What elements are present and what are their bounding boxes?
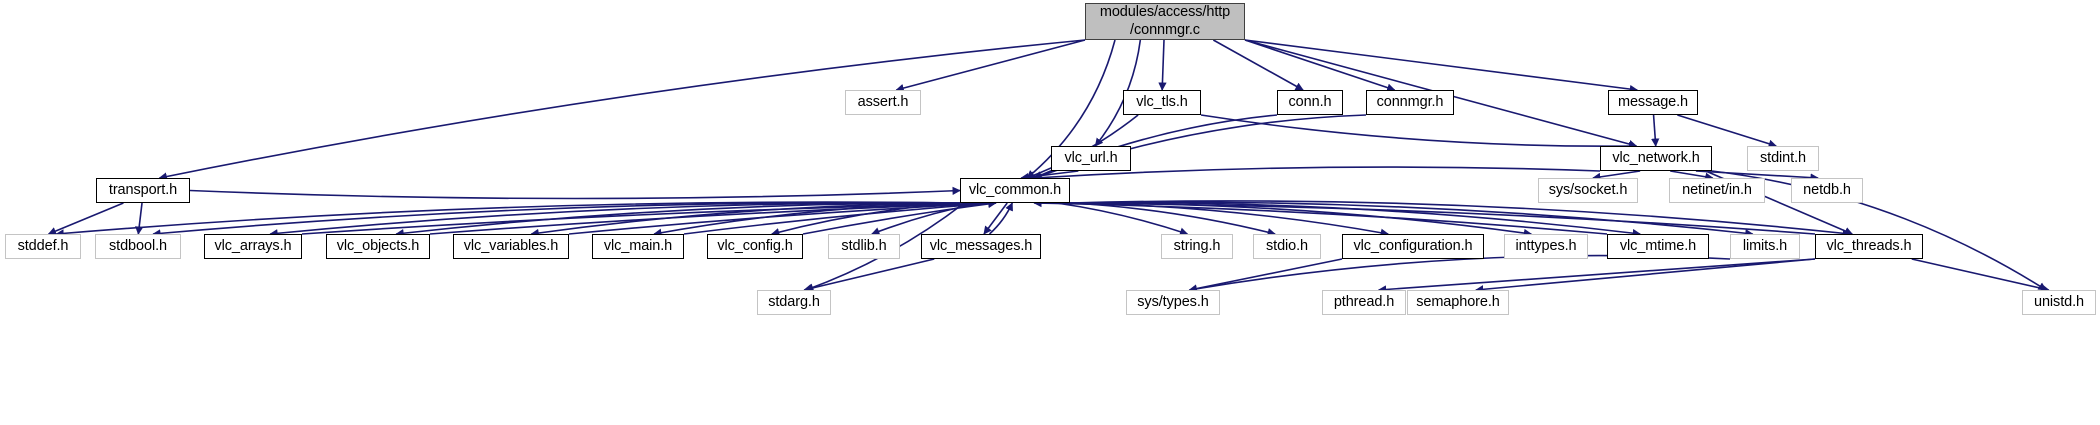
node-vlc-tls[interactable]: vlc_tls.h: [1123, 90, 1201, 115]
node-vlc-threads[interactable]: vlc_threads.h: [1815, 234, 1923, 259]
node-connmgr[interactable]: connmgr.h: [1366, 90, 1454, 115]
edge-vlc-objects-to-vlc-common: [429, 199, 997, 235]
edge-vlc-messages-to-stdarg: [803, 258, 935, 293]
node-vlc-url[interactable]: vlc_url.h: [1051, 146, 1131, 171]
edge-root-to-connmgr: [1244, 39, 1396, 92]
edge-vlc-threads-to-unistd: [1911, 258, 2050, 293]
node-stdint[interactable]: stdint.h: [1747, 146, 1819, 171]
edge-vlc-threads-to-pthread: [1377, 258, 1816, 294]
edge-vlc-common-to-inttypes: [1069, 202, 1533, 238]
edge-vlc-threads-to-semaphore: [1475, 258, 1816, 294]
edge-transport-to-stdbool: [135, 202, 144, 235]
edge-vlc-common-to-vlc-messages: [983, 202, 1008, 235]
edge-root-to-assert: [895, 39, 1086, 93]
edge-limits-to-sys-types: [1188, 254, 1731, 293]
edge-message-to-stdint: [1677, 114, 1777, 148]
edge-vlc-common-to-vlc-variables: [530, 202, 961, 238]
node-message[interactable]: message.h: [1608, 90, 1698, 115]
node-stdarg[interactable]: stdarg.h: [757, 290, 831, 315]
node-assert[interactable]: assert.h: [845, 90, 921, 115]
edge-vlc-common-to-vlc-configuration: [1069, 202, 1389, 237]
node-vlc-messages[interactable]: vlc_messages.h: [921, 234, 1041, 259]
node-stddef[interactable]: stddef.h: [5, 234, 81, 259]
node-pthread[interactable]: pthread.h: [1322, 290, 1406, 315]
edge-vlc-common-to-vlc-threads: [1069, 200, 1851, 238]
node-vlc-mtime[interactable]: vlc_mtime.h: [1607, 234, 1709, 259]
edge-vlc-network-to-sys-socket: [1592, 170, 1641, 182]
edge-vlc-common-to-stdbool: [152, 201, 961, 238]
node-vlc-config[interactable]: vlc_config.h: [707, 234, 803, 259]
edge-vlc-messages-to-vlc-common: [988, 202, 1013, 235]
edge-root-to-vlc-tls: [1158, 39, 1167, 91]
edge-vlc-config-to-vlc-common: [802, 199, 997, 235]
edge-message-to-vlc-network: [1651, 114, 1660, 147]
node-semaphore[interactable]: semaphore.h: [1407, 290, 1509, 315]
edge-vlc-arrays-to-vlc-common: [301, 199, 997, 235]
node-vlc-network[interactable]: vlc_network.h: [1600, 146, 1712, 171]
edge-vlc-common-to-limits: [1069, 201, 1754, 238]
edge-vlc-common-to-string: [1056, 202, 1189, 236]
node-root[interactable]: modules/access/http /connmgr.c: [1085, 3, 1245, 40]
node-transport[interactable]: transport.h: [96, 178, 190, 203]
node-vlc-common[interactable]: vlc_common.h: [960, 178, 1070, 203]
node-sys-socket[interactable]: sys/socket.h: [1538, 178, 1638, 203]
node-unistd[interactable]: unistd.h: [2022, 290, 2096, 315]
edge-vlc-common-to-stddef: [55, 201, 961, 238]
node-netinet-in[interactable]: netinet/in.h: [1669, 178, 1765, 203]
edge-root-to-transport: [158, 39, 1086, 181]
node-vlc-variables[interactable]: vlc_variables.h: [453, 234, 569, 259]
edge-vlc-network-to-netinet-in: [1670, 170, 1714, 181]
node-stdbool[interactable]: stdbool.h: [95, 234, 181, 259]
node-inttypes[interactable]: inttypes.h: [1504, 234, 1588, 259]
node-stdio[interactable]: stdio.h: [1253, 234, 1321, 259]
edge-vlc-common-to-vlc-objects: [395, 202, 961, 238]
edge-vlc-configuration-to-sys-types: [1188, 258, 1343, 293]
edge-vlc-common-to-vlc-main: [653, 202, 961, 237]
edge-root-to-message: [1244, 39, 1639, 94]
node-stdlib[interactable]: stdlib.h: [828, 234, 900, 259]
edge-vlc-threads-to-vlc-common: [1033, 198, 1816, 235]
edge-root-to-conn: [1212, 39, 1304, 91]
node-vlc-configuration[interactable]: vlc_configuration.h: [1342, 234, 1484, 259]
edge-vlc-mtime-to-vlc-common: [1033, 198, 1608, 235]
edge-vlc-common-to-vlc-config: [770, 202, 961, 237]
node-limits[interactable]: limits.h: [1730, 234, 1800, 259]
node-vlc-objects[interactable]: vlc_objects.h: [326, 234, 430, 259]
node-vlc-main[interactable]: vlc_main.h: [592, 234, 684, 259]
node-vlc-arrays[interactable]: vlc_arrays.h: [204, 234, 302, 259]
node-sys-types[interactable]: sys/types.h: [1126, 290, 1220, 315]
edge-vlc-variables-to-vlc-common: [568, 199, 997, 235]
node-string[interactable]: string.h: [1161, 234, 1233, 259]
edge-vlc-common-to-vlc-arrays: [269, 202, 961, 238]
edge-transport-to-stddef: [47, 202, 124, 235]
node-conn[interactable]: conn.h: [1277, 90, 1343, 115]
edge-vlc-common-to-vlc-mtime: [1069, 201, 1641, 238]
edge-vlc-tls-to-vlc-network: [1200, 114, 1638, 151]
node-netdb[interactable]: netdb.h: [1791, 178, 1863, 203]
edge-vlc-main-to-vlc-common: [683, 199, 997, 235]
edge-transport-to-vlc-common: [189, 186, 961, 200]
edge-vlc-url-to-vlc-common: [1020, 170, 1079, 182]
edge-vlc-common-to-stdlib: [871, 202, 981, 236]
edge-vlc-network-to-netdb: [1695, 170, 1819, 182]
edge-vlc-common-to-stdio: [1069, 202, 1276, 237]
